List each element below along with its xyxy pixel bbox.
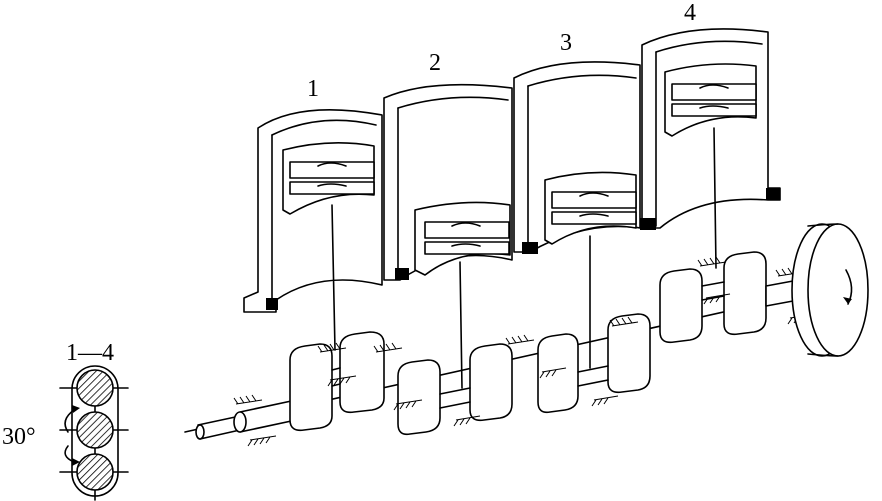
bearings bbox=[233, 256, 817, 447]
crank-arrangement-diagram: 1—4 30° bbox=[2, 340, 129, 501]
cylinder-3 bbox=[513, 61, 641, 254]
angle-label: 30° bbox=[2, 424, 36, 450]
cylinder-2 bbox=[383, 83, 513, 281]
piston-4 bbox=[664, 63, 757, 137]
cylinder-label-1: 1 bbox=[307, 76, 319, 102]
piston-3 bbox=[544, 171, 637, 245]
cylinder-4 bbox=[640, 28, 781, 230]
flywheel bbox=[791, 223, 869, 357]
cylinder-label-3: 3 bbox=[560, 30, 572, 56]
cylinder-1 bbox=[243, 108, 383, 313]
connecting-rods bbox=[331, 127, 717, 389]
cylinder-block bbox=[243, 28, 781, 313]
cylinder-label-2: 2 bbox=[429, 50, 441, 76]
cylinder-label-4: 4 bbox=[684, 0, 696, 26]
piston-2 bbox=[414, 201, 511, 276]
firing-order-label: 1—4 bbox=[66, 340, 114, 366]
piston-1 bbox=[282, 142, 375, 215]
